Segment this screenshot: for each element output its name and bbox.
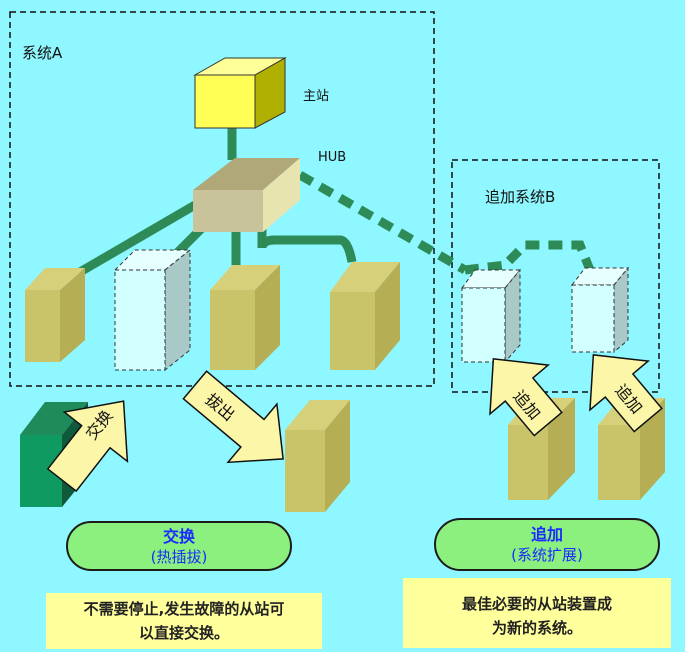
arrow-pull-out xyxy=(182,370,284,464)
exchange-note-line1: 不需要停止,发生故障的从站可 xyxy=(83,600,285,618)
slave-a3 xyxy=(210,265,280,370)
add-pill-subtitle: (系统扩展) xyxy=(511,546,583,564)
slave-b1-new xyxy=(461,268,522,364)
cable-hub-systemb xyxy=(297,171,468,274)
system-a-label: 系统A xyxy=(22,44,63,62)
cable-hub-slave1 xyxy=(77,201,198,276)
cable-hub-slave4 xyxy=(257,215,357,263)
slave-a1 xyxy=(25,268,85,362)
hub-label: HUB xyxy=(318,150,347,165)
slave-b2-new xyxy=(570,266,630,354)
slave-a4 xyxy=(330,262,400,370)
arrow-add-2 xyxy=(589,354,663,433)
exchange-pill: 交换 (热插拔) xyxy=(66,521,292,571)
system-b-label: 追加系统B xyxy=(485,188,556,206)
exchange-pill-subtitle: (热插拔) xyxy=(150,548,208,566)
exchange-note: 不需要停止,发生故障的从站可 以直接交换。 xyxy=(46,593,322,649)
master-label: 主站 xyxy=(303,89,330,104)
arrow-add-1 xyxy=(489,358,563,437)
slave-a2-replaced xyxy=(113,248,192,372)
hub-device xyxy=(193,158,300,232)
master-station xyxy=(193,57,287,129)
system-b-box xyxy=(451,159,660,393)
cable-systemb-link xyxy=(464,240,595,275)
exchange-note-line2: 以直接交换。 xyxy=(138,624,229,642)
add-note-line1: 最佳必要的从站装置成 xyxy=(461,595,612,613)
add-pill: 追加 (系统扩展) xyxy=(434,518,660,571)
add-note-line2: 为新的系统。 xyxy=(491,619,582,637)
arrow-exchange xyxy=(46,400,129,493)
add-pill-title: 追加 xyxy=(530,525,563,544)
add-note: 最佳必要的从站装置成 为新的系统。 xyxy=(403,578,671,648)
exchange-pill-title: 交换 xyxy=(162,527,195,546)
slave-pulled-out xyxy=(285,400,350,512)
